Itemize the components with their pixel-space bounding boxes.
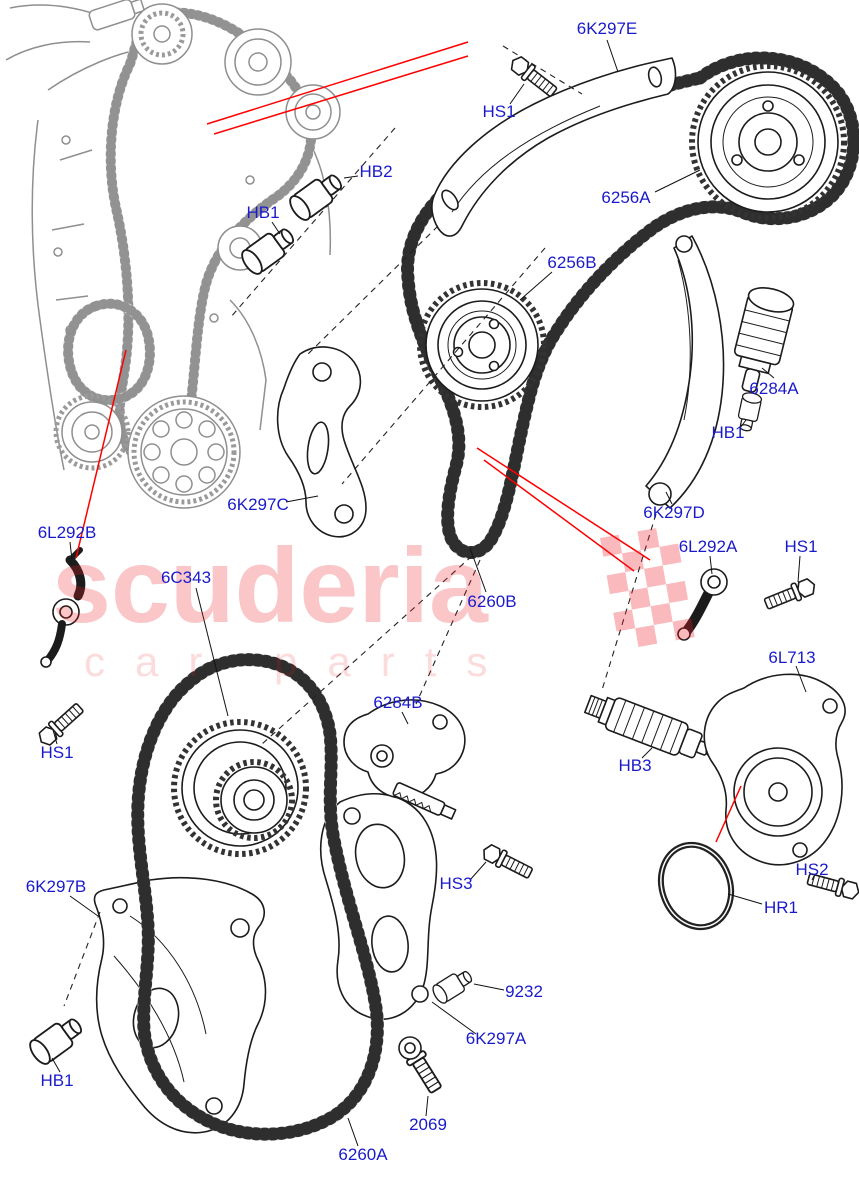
bolt-hs1-left xyxy=(34,699,87,750)
part-label-6256a[interactable]: 6256A xyxy=(601,188,651,207)
part-label-hs1-left[interactable]: HS1 xyxy=(40,743,74,762)
part-label-6260a[interactable]: 6260A xyxy=(338,1145,388,1164)
actuator-hb3 xyxy=(583,694,718,759)
part-label-6k297a[interactable]: 6K297A xyxy=(465,1029,527,1048)
part-label-6284a[interactable]: 6284A xyxy=(749,379,799,398)
part-label-2069[interactable]: 2069 xyxy=(409,1115,447,1134)
part-label-hr1[interactable]: HR1 xyxy=(763,898,799,917)
bolt-hs1-right xyxy=(761,575,819,614)
part-label-hb1-bottom[interactable]: HB1 xyxy=(40,1071,74,1090)
part-label-6284b[interactable]: 6284B xyxy=(373,693,423,712)
guide-blade-6k297c xyxy=(276,346,367,538)
part-label-6c343[interactable]: 6C343 xyxy=(160,568,212,587)
vvt-sprocket-6256a xyxy=(689,63,847,221)
part-label-6260b[interactable]: 6260B xyxy=(467,592,517,611)
part-label-hs1-top[interactable]: HS1 xyxy=(482,102,516,121)
vvt-sprocket-6256b xyxy=(417,280,547,410)
part-label-6l713[interactable]: 6L713 xyxy=(768,648,816,667)
watermark-tagline-text: car parts xyxy=(84,638,517,685)
part-label-hb1-top[interactable]: HB1 xyxy=(246,203,280,222)
sensor-6l292a xyxy=(677,568,728,641)
top-chain-guide-6k297e xyxy=(431,57,677,237)
engine-crank-pulley xyxy=(53,393,241,509)
part-label-6k297c[interactable]: 6K297C xyxy=(227,495,289,514)
part-label-hs2[interactable]: HS2 xyxy=(795,860,829,879)
part-label-hs3[interactable]: HS3 xyxy=(439,874,473,893)
pin-9232 xyxy=(429,965,477,1007)
red-callout-lines xyxy=(75,41,742,843)
crank-sprocket-6c343 xyxy=(171,719,309,857)
vct-housing-6l713 xyxy=(703,673,846,866)
part-label-hb3[interactable]: HB3 xyxy=(618,756,652,775)
part-label-6k297b[interactable]: 6K297B xyxy=(25,877,87,896)
chain-tensioner-6284a xyxy=(733,287,795,393)
bolt-2069 xyxy=(394,1032,446,1097)
guide-6k297a xyxy=(320,793,438,1020)
alignment-lines-dashed xyxy=(63,45,657,1007)
timing-chain-upper-6260b xyxy=(401,51,859,559)
part-label-hs1-right[interactable]: HS1 xyxy=(784,537,818,556)
o-ring-hr1 xyxy=(657,841,735,931)
bolt-hs3 xyxy=(479,841,536,883)
part-label-6l292a[interactable]: 6L292A xyxy=(678,537,738,556)
part-label-6l292b[interactable]: 6L292B xyxy=(37,523,97,542)
engine-cam-sprockets xyxy=(131,3,341,271)
tensioner-blade-6k297d xyxy=(645,235,725,509)
label-pointer-lines xyxy=(51,39,815,1147)
watermark-brand-text: scuderia xyxy=(52,527,489,645)
tensioner-bracket-6284b xyxy=(343,699,466,820)
watermark-checkered-flag xyxy=(600,528,695,647)
watermark: scuderia car parts xyxy=(52,527,695,685)
pin-hb1-bottom xyxy=(25,1011,88,1069)
part-label-6k297e[interactable]: 6K297E xyxy=(576,19,638,38)
part-label-hb1-right[interactable]: HB1 xyxy=(711,423,745,442)
timing-chain-lower-6c343-6260a xyxy=(131,653,384,1141)
bolt-hs1-top xyxy=(506,52,561,101)
sensor-6l292b xyxy=(40,547,86,668)
part-label-hb2[interactable]: HB2 xyxy=(359,162,393,181)
part-label-6256b[interactable]: 6256B xyxy=(547,253,597,272)
engine-assembly-reference xyxy=(5,0,341,509)
part-label-6k297d[interactable]: 6K297D xyxy=(643,503,705,522)
part-label-9232[interactable]: 9232 xyxy=(505,982,543,1001)
